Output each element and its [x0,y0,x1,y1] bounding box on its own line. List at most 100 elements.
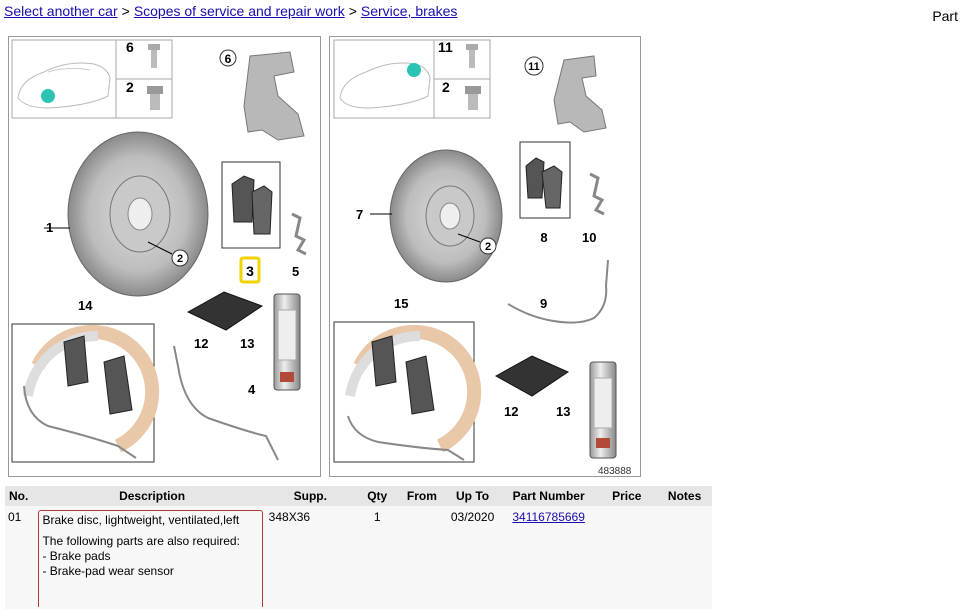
parts-diagram: 6 2 6 1 2 3 5 14 [8,36,642,480]
callout-label: 15 [394,296,408,311]
callout-label: 12 [194,336,208,351]
col-header-price: Price [596,486,658,506]
callout-circle [219,49,237,67]
cell-up-to: 03/2020 [444,506,501,609]
wear-sensor-cable [347,415,465,461]
brake-pad [63,335,89,387]
breadcrumb: Select another car>Scopes of service and… [4,3,457,19]
callout-circle [171,249,189,267]
callout-label: 2 [177,253,183,265]
col-header-up-to: Up To [444,486,501,506]
part-number-link[interactable]: 34116785669 [512,510,585,524]
callout-label: 2 [442,79,450,95]
callout-label: 13 [556,404,570,419]
brake-pad [525,157,545,199]
cell-description: Brake disc, lightweight, ventilated,left… [38,506,266,609]
breadcrumb-separator: > [121,3,130,19]
brake-pad [541,165,563,209]
cell-supp: 348X36 [265,506,355,609]
grease-packet [186,291,264,331]
brake-pad [251,185,273,235]
callout-label: 7 [356,207,363,222]
spray-can-label [277,309,297,361]
cell-part-number: 34116785669 [500,506,597,609]
col-header-qty: Qty [354,486,400,506]
table-header-row: No. Description Supp. Qty From Up To Par… [5,486,712,506]
breadcrumb-service-brakes-link[interactable]: Service, brakes [360,3,458,19]
callout-label: 14 [78,298,93,313]
breadcrumb-select-car-link[interactable]: Select another car [4,3,118,19]
callout-circle [479,237,497,255]
col-header-part-number: Part Number [500,486,597,506]
cell-price [596,506,658,609]
callout-label: 13 [240,336,254,351]
bolt-icon [147,86,163,110]
parts-table: No. Description Supp. Qty From Up To Par… [5,486,712,609]
caliper-carrier [553,55,607,133]
caliper-carrier [243,51,305,141]
bolt-icon [466,44,478,68]
spray-can-label [593,377,613,429]
car-outline [339,62,431,109]
bolt-icon [148,44,160,68]
disc-bore [127,197,153,231]
brake-pad [103,355,133,415]
callout-label: 11 [528,61,540,73]
breadcrumb-separator: > [348,3,357,19]
callout-label: 11 [438,39,453,55]
callout-label: 8 [540,230,547,245]
kit-logo-arc [23,330,99,397]
callout-label: 5 [292,264,299,279]
right-panel: 11 2 11 7 2 8 10 9 15 [329,36,641,477]
cell-notes [657,506,712,609]
bolt-box-6 [115,39,173,80]
callout-label: 10 [582,230,596,245]
breadcrumb-scopes-link[interactable]: Scopes of service and repair work [133,3,345,19]
wear-sensor-cable [23,385,137,459]
callout-label: 9 [540,296,547,311]
leader-line [147,241,173,255]
leader-line [457,233,481,243]
cell-from [399,506,445,609]
table-row[interactable]: 01 Brake disc, lightweight, ventilated,l… [5,506,712,609]
retaining-spring [589,172,605,216]
callout-label: 2 [485,241,491,253]
callout-label: 4 [248,382,256,397]
car-outline [17,62,111,109]
callout-label: 12 [504,404,518,419]
brake-pad [371,335,397,387]
col-header-supp: Supp. [265,486,355,506]
col-header-no: No. [5,486,39,506]
callout-label: 6 [225,52,232,66]
callout-circle [524,56,544,76]
required-part-item: - Brake-pad wear sensor [42,564,174,578]
col-header-description: Description [38,486,266,506]
description-box: Brake disc, lightweight, ventilated,left… [38,510,263,607]
spray-can-stripe [280,372,294,382]
disc-bore [439,202,461,230]
bolt-box-2 [115,78,173,119]
callout-label: 3 [246,263,254,279]
image-number: 483888 [598,466,632,477]
cell-no: 01 [5,506,39,609]
wheel-position-dot [407,63,421,77]
brake-pad [405,355,435,415]
wear-sensor-cable [507,259,609,324]
retaining-spring [291,212,307,256]
callout-label: 2 [126,79,134,95]
part-corner-label: Part [932,8,958,24]
brake-pad [231,175,255,223]
col-header-from: From [399,486,445,506]
col-header-notes: Notes [657,486,712,506]
wheel-position-dot [41,89,55,103]
car-thumbnail [333,39,435,119]
wear-sensor-cable [173,345,279,461]
required-parts-note: The following parts are also required: [42,534,240,548]
callout-label: 1 [46,220,53,235]
parts-diagram-svg: 6 2 6 1 2 3 5 14 [8,36,641,477]
cell-qty: 1 [354,506,400,609]
car-window-line [47,67,91,73]
left-panel: 6 2 6 1 2 3 5 14 [8,36,321,477]
selected-part-highlight [239,256,261,284]
callout-label: 6 [126,39,134,55]
